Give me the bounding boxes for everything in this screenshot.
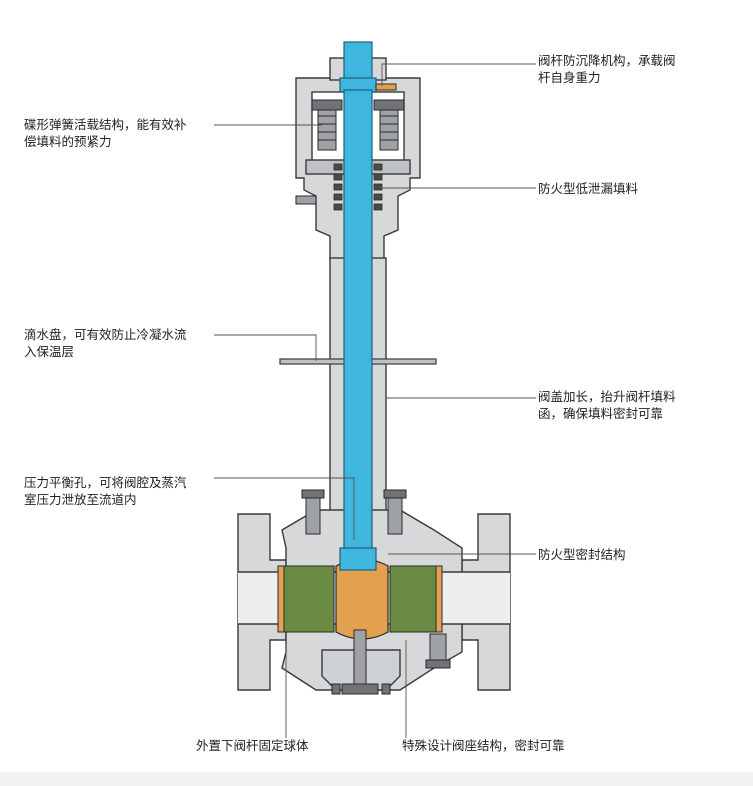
leader-drip-tray xyxy=(214,334,317,361)
leader-pressure-hole xyxy=(214,477,355,540)
bottom-strip xyxy=(0,772,753,786)
body-bolts xyxy=(301,489,451,669)
valve-ball xyxy=(335,558,389,640)
callout-extended-bonnet: 阀盖加长，抬升阀杆填料 函，确保填料密封可靠 xyxy=(538,389,676,421)
callout-disc-spring: 碟形弹簧活载结构，能有效补 偿填料的预紧力 xyxy=(24,117,187,149)
callout-external-stem: 外置下阀杆固定球体 xyxy=(196,738,309,753)
callout-leaders xyxy=(214,63,536,738)
disc-spring-bolts xyxy=(311,99,405,151)
leader-stem-anti-sink xyxy=(381,63,536,86)
callout-pressure-hole: 压力平衡孔，可将阀腔及蒸汽 室压力泄放至流道内 xyxy=(24,475,187,507)
side-plug xyxy=(295,195,317,205)
callout-stem-anti-sink: 阀杆防沉降机构，承载阀 杆自身重力 xyxy=(538,53,676,85)
valve-stem xyxy=(339,41,377,571)
lower-stem xyxy=(331,629,391,695)
valve-seats xyxy=(277,565,443,633)
packing-rings xyxy=(333,163,383,211)
callout-special-seat: 特殊设计阀座结构，密封可靠 xyxy=(402,738,565,753)
callout-drip-tray: 滴水盘，可有效防止冷凝水流 入保温层 xyxy=(24,327,187,359)
callout-fireproof-packing: 防火型低泄漏填料 xyxy=(538,181,639,196)
stem-anti-sink-washer xyxy=(375,83,397,91)
callout-fireproof-seal: 防火型密封结构 xyxy=(538,547,626,562)
